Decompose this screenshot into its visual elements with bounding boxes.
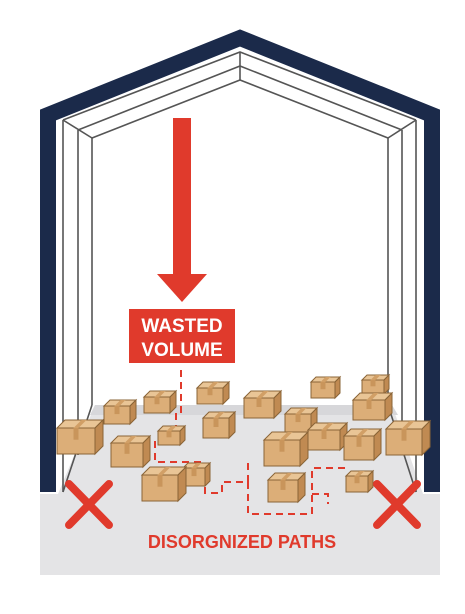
cardboard-box-icon xyxy=(384,419,432,457)
cardboard-box-icon xyxy=(195,380,231,406)
cardboard-box-icon xyxy=(344,469,375,494)
cardboard-box-icon xyxy=(266,471,307,504)
cardboard-box-icon xyxy=(181,461,212,488)
cardboard-box-icon xyxy=(55,418,105,456)
cardboard-box-icon xyxy=(360,373,391,396)
cardboard-box-icon xyxy=(242,389,283,420)
boxes-group xyxy=(55,373,432,504)
cardboard-box-icon xyxy=(142,389,178,415)
cardboard-box-icon xyxy=(109,434,152,469)
x-mark-icon xyxy=(373,480,421,529)
roof-structure xyxy=(62,51,417,139)
dashed-path-lines xyxy=(154,370,350,515)
wasted-volume-badge xyxy=(129,309,235,363)
cardboard-box-icon xyxy=(156,424,187,447)
cardboard-box-icon xyxy=(140,465,188,503)
wasted-volume-line2: VOLUME xyxy=(141,340,222,361)
cardboard-box-icon xyxy=(306,421,349,452)
cardboard-box-icon xyxy=(342,427,383,462)
cardboard-box-icon xyxy=(262,430,310,468)
cardboard-box-icon xyxy=(201,410,237,440)
cardboard-box-icon xyxy=(351,391,394,422)
warehouse-outer-frame xyxy=(40,29,440,492)
x-mark-icon xyxy=(65,480,113,529)
cardboard-box-icon xyxy=(309,375,342,400)
wasted-volume-line1: WASTED xyxy=(141,316,222,337)
down-arrow-icon xyxy=(157,118,207,302)
disorganized-paths-label: DISORGNIZED PATHS xyxy=(148,532,336,552)
cardboard-box-icon xyxy=(102,398,138,426)
